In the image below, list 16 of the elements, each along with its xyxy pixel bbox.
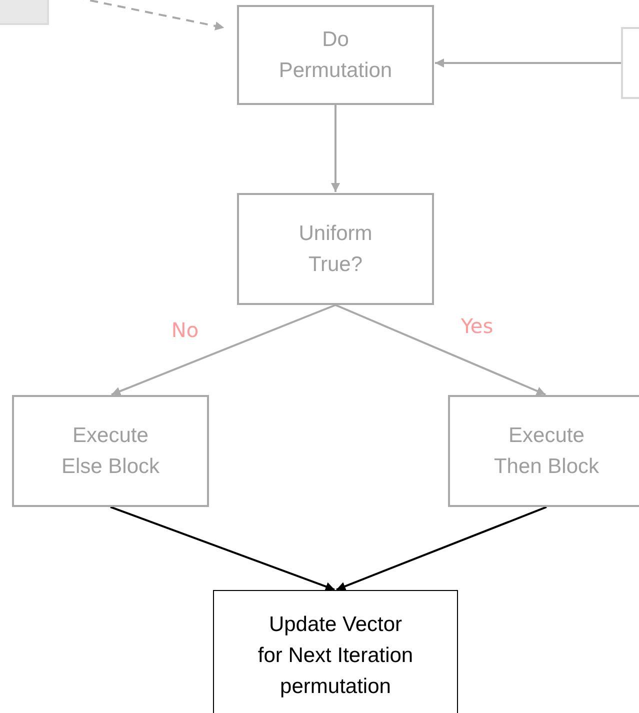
arrow (331, 105, 340, 192)
arrow (110, 506, 335, 591)
node-label: Execute Else Block (60, 423, 161, 480)
process-box (213, 590, 458, 713)
arrow (111, 304, 336, 396)
node-label: Execute Then Block (492, 423, 600, 480)
node-label: Do Permutation (278, 27, 394, 84)
step-box (448, 395, 639, 507)
step-box (12, 395, 209, 507)
arrow (336, 506, 547, 591)
arrow (435, 58, 621, 68)
node-label: Uniform True? (298, 221, 374, 278)
step-box (237, 193, 434, 305)
node-label: Update Vector for Next Iteration permutation (256, 612, 414, 700)
arrow (335, 304, 546, 396)
step-box (237, 5, 434, 105)
